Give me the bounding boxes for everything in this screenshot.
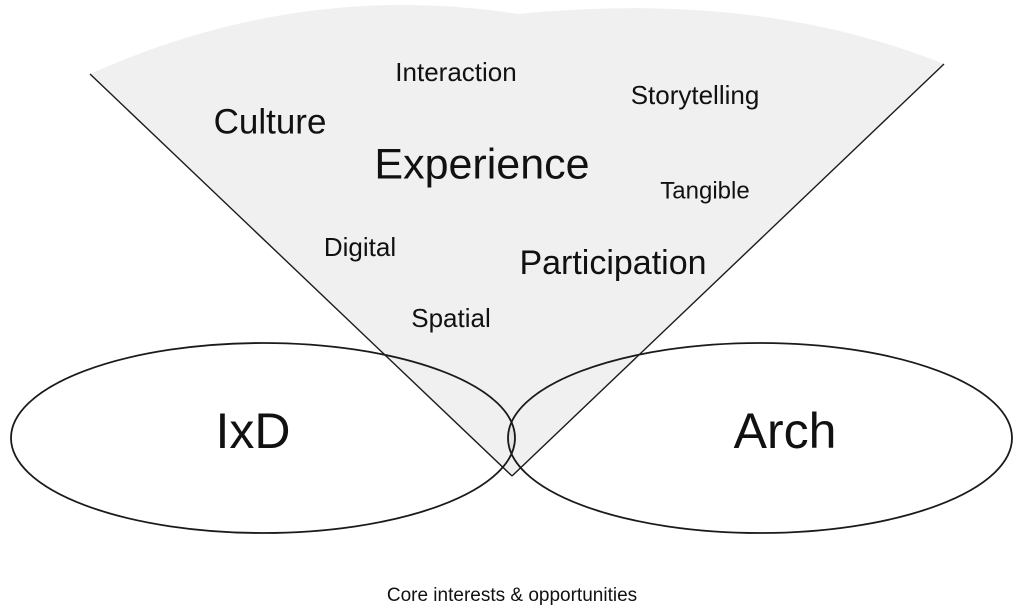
arch-ellipse [507, 342, 1013, 534]
interest-fan-area [90, 4, 944, 476]
word-culture: Culture [214, 102, 327, 141]
ixd-label: IxD [216, 403, 291, 459]
ixd-ellipse [10, 342, 516, 534]
fan-right-edge [511, 63, 945, 477]
diagram-caption: Core interests & opportunities [386, 585, 638, 606]
fan-left-edge [89, 73, 513, 477]
word-experience: Experience [374, 140, 589, 188]
word-interaction: Interaction [395, 57, 516, 87]
word-spatial: Spatial [411, 303, 491, 333]
word-digital: Digital [324, 232, 396, 262]
word-tangible: Tangible [660, 177, 749, 204]
word-storytelling: Storytelling [631, 80, 760, 110]
arch-label: Arch [734, 403, 837, 459]
word-participation: Participation [519, 244, 706, 282]
